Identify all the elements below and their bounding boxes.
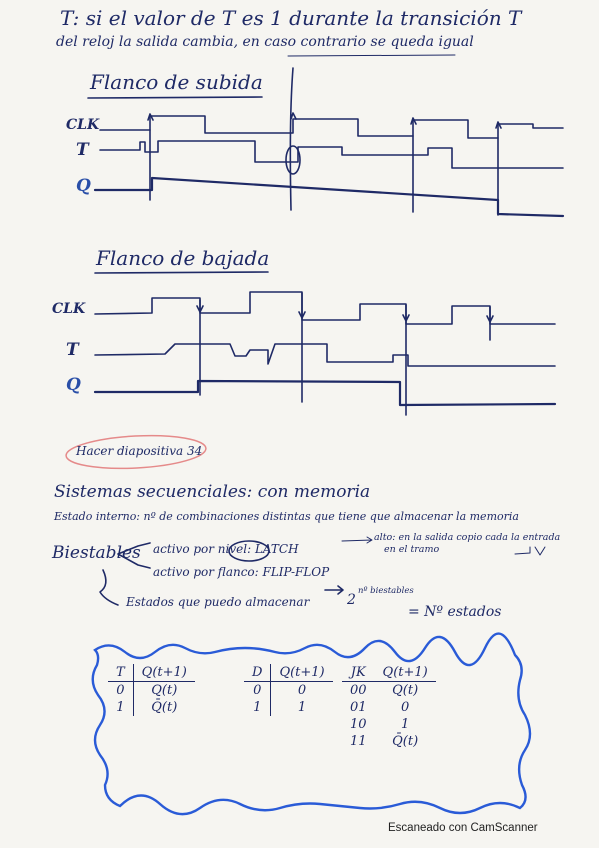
d-header-input: D [244,664,272,682]
reminder-note: Hacer diapositiva 34 [76,444,203,458]
t-flipflop-table: T Q(t+1) 0 Q(t) 1 Q̄(t) [108,664,195,716]
falling-clk-label: CLK [52,301,86,317]
edge-triggered-note: activo por flanco: FLIP-FLOP [153,565,330,579]
reminder-circle [65,434,207,470]
falling-q-wave [93,379,557,407]
latch-note-1: alto: en la salida copio cada la entrada [374,532,561,543]
table-cell: 10 [350,717,367,732]
falling-t-label: T [66,340,79,360]
t-header-input: T [108,664,134,682]
jk-header-input: JK [342,664,375,682]
falling-marker-4 [486,306,494,341]
rising-q-wave [93,176,565,218]
states-power-base: 2 [347,592,356,608]
rising-t-wave [99,140,564,169]
table-cell: 01 [350,700,367,715]
rising-marker-4 [495,121,502,216]
rising-marker-1 [147,113,154,201]
latch-note-2: en el tramo [384,544,440,555]
table-cell: Q̄(t) [392,734,419,749]
table-cell: 0 [401,700,410,715]
sequential-title: Sistemas secuenciales: con memoria [54,482,371,502]
table-cell: Q(t) [151,683,178,698]
states-arrow [324,585,344,595]
states-note: Estados que puedo almacenar [126,595,310,609]
rising-title-underline [87,96,263,99]
t-header-output: Q(t+1) [133,664,195,682]
table-cell: 1 [244,699,272,716]
d-header-output: Q(t+1) [270,664,333,682]
falling-q-label: Q [66,375,81,395]
rising-t-label: T [76,140,89,160]
states-arrow-curve [99,569,119,606]
latch-arrow [341,536,373,544]
rising-marker-2 [289,67,297,211]
flipflops-brace [117,542,151,569]
rising-q-label: Q [76,176,91,196]
table-cell: 1 [401,717,410,732]
wavy-table-border [91,632,532,816]
level-triggered-note: activo por nivel: LATCH [153,542,299,556]
table-cell: 00 [350,683,367,698]
jk-flipflop-table: JK Q(t+1) 00 Q(t) 01 0 10 1 11 Q̄(t) [342,664,436,750]
d-flipflop-table: D Q(t+1) 0 0 1 1 [244,664,333,716]
falling-marker-2 [298,292,306,403]
falling-t-wave [94,343,556,367]
falling-title-underline [94,271,269,274]
table-cell: 0 [108,681,134,699]
falling-marker-3 [402,304,410,416]
rising-circle-mark [285,145,301,175]
table-cell: 0 [244,681,272,699]
falling-marker-1 [196,299,204,396]
latch-mini-wave [514,546,546,556]
flipflops-label: Biestables [52,543,141,563]
falling-clk-wave [94,291,556,325]
falling-title: Flanco de bajada [96,246,270,270]
internal-state-note: Estado interno: nº de combinaciones dist… [54,510,519,523]
line2-underline [287,54,456,57]
table-cell: Q(t) [392,683,419,698]
table-cell: 1 [297,700,307,715]
nivel-circle [228,540,270,562]
table-cell: 0 [297,683,307,698]
table-cell: Q̄(t) [151,700,178,715]
note-line1: T: si el valor de T es 1 durante la tran… [60,6,522,30]
note-line2: del reloj la salida cambia, en caso cont… [56,34,474,50]
camscanner-footer: Escaneado con CamScanner [388,822,538,834]
jk-header-output: Q(t+1) [374,664,436,682]
rising-clk-label: CLK [66,117,100,133]
rising-clk-wave [99,115,564,139]
rising-title: Flanco de subida [90,70,263,94]
table-cell: 11 [350,734,367,749]
rising-marker-3 [410,117,417,213]
states-equals: = Nº estados [408,604,502,620]
table-cell: 1 [108,699,134,716]
states-power-sup: nº biestables [358,586,414,596]
